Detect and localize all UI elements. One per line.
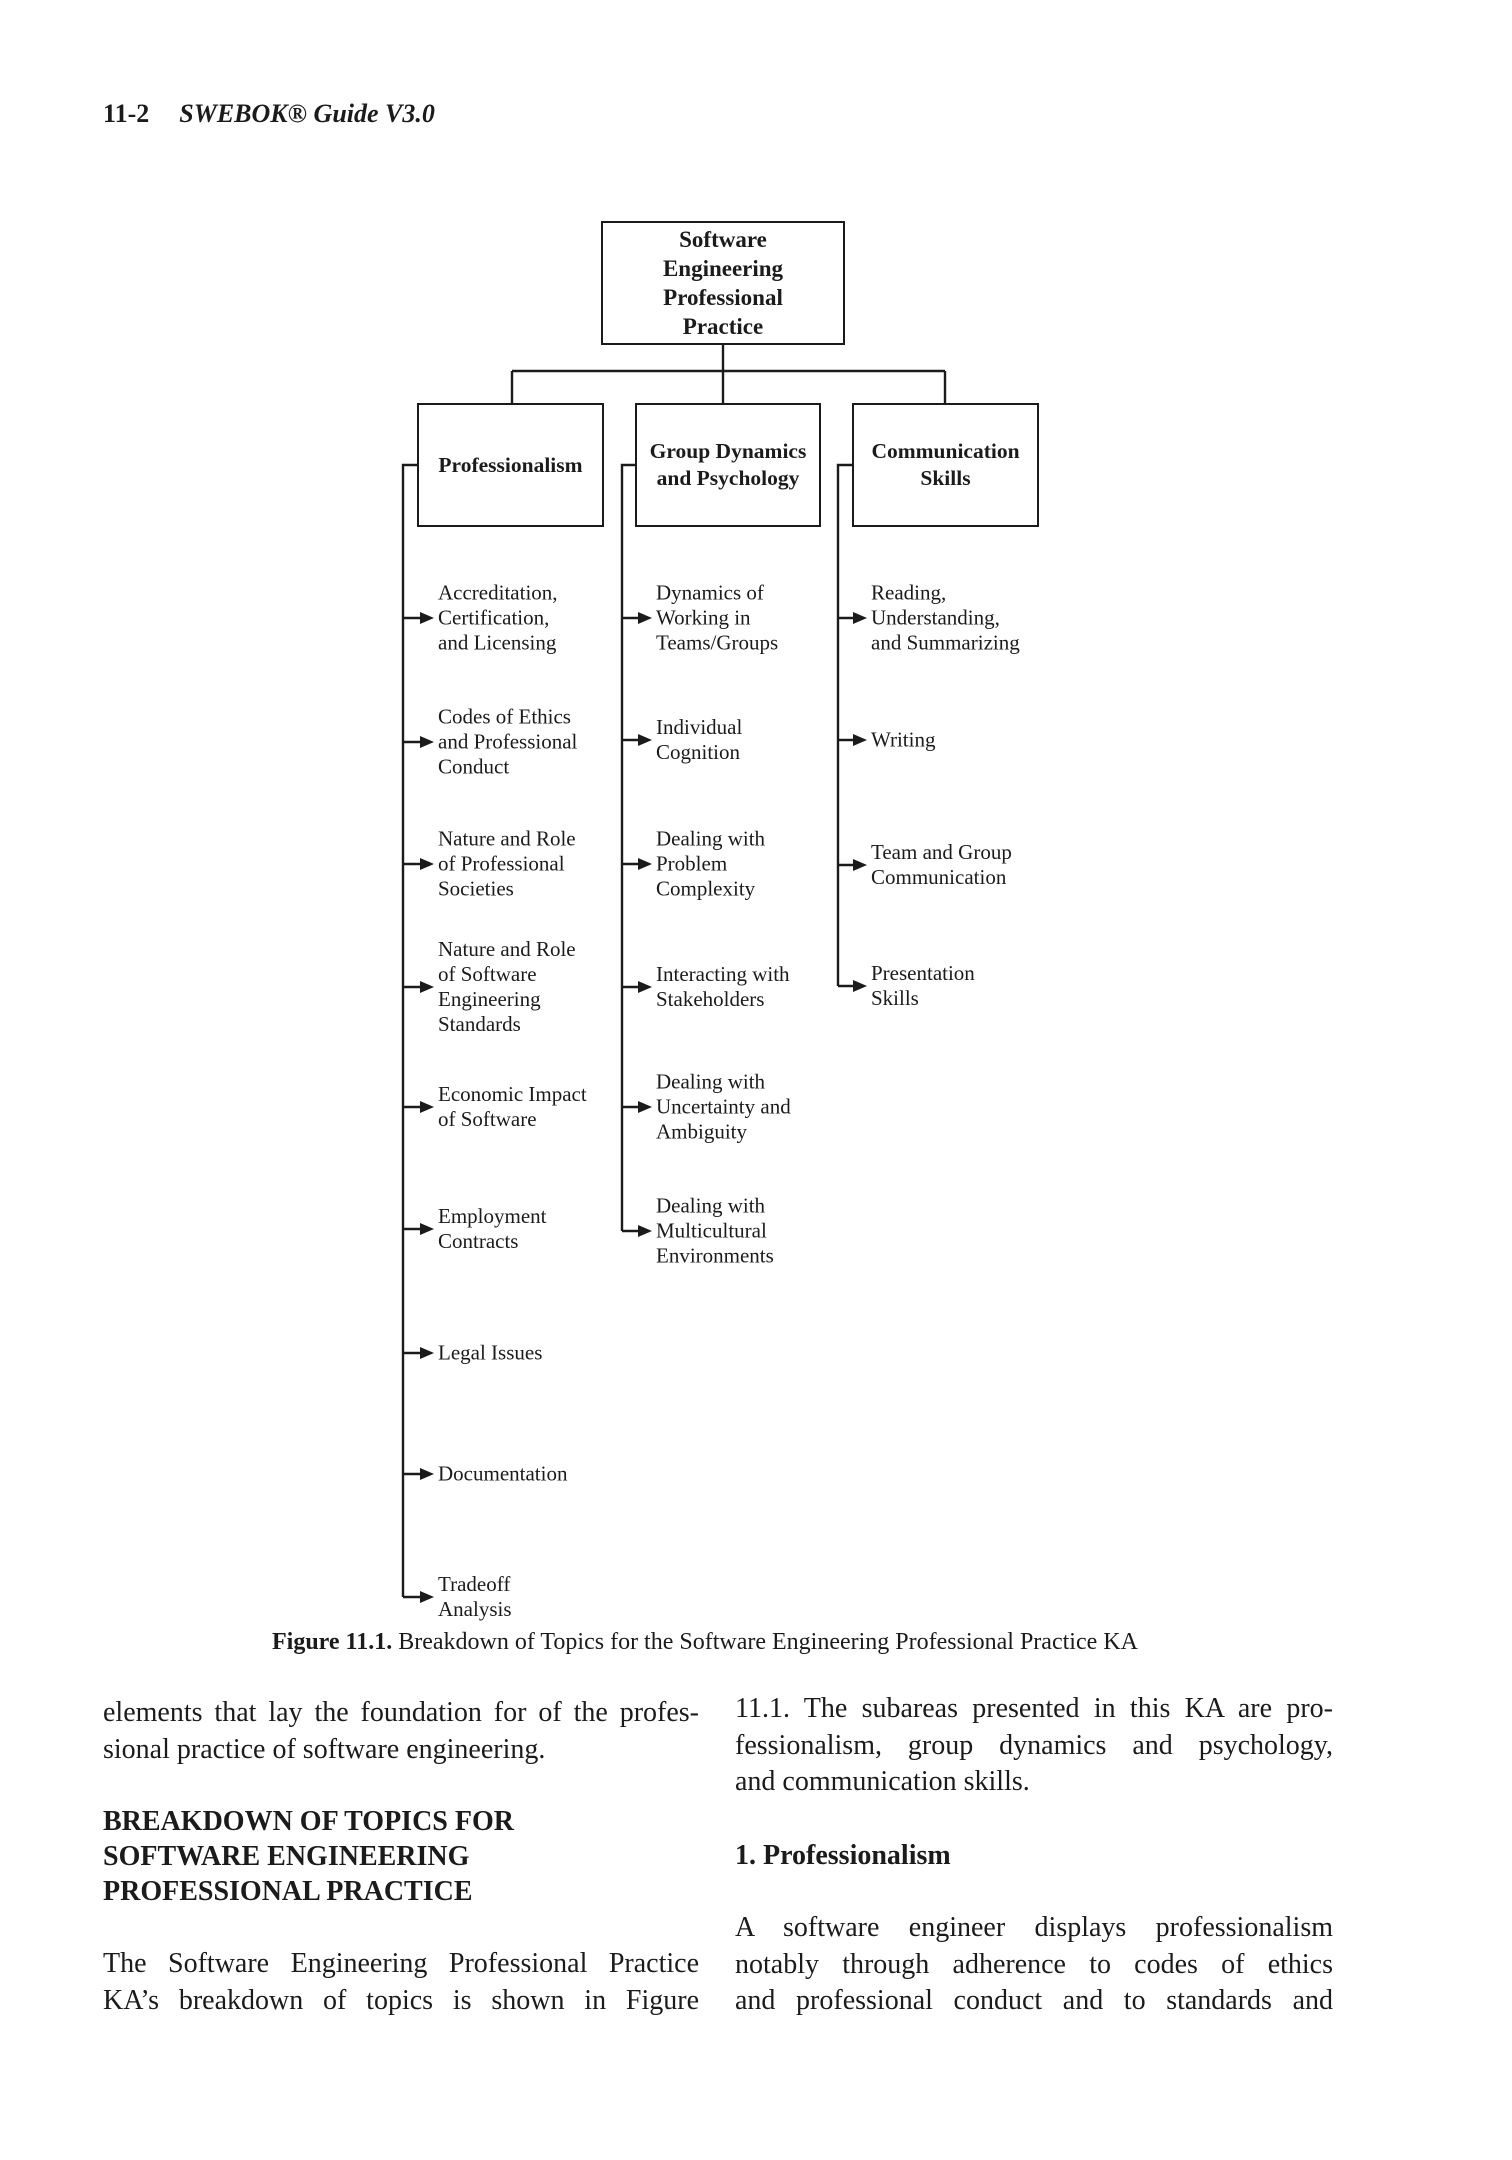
- topic-item: Codes of Ethics and Professional Conduct: [438, 704, 578, 779]
- topic-item: Presentation Skills: [871, 961, 975, 1010]
- subarea-label-professionalism: Professionalism: [438, 452, 583, 477]
- subarea-box-group-dynamics: Group Dynamics and Psychology: [635, 403, 821, 527]
- root-node-label: Software Engineering Professional Practi…: [662, 227, 784, 339]
- topic-item: Nature and Role of Software Engineering …: [438, 937, 576, 1036]
- body-text-line: The Software Engineering Professional Pr…: [103, 1948, 699, 1979]
- body-text-line: A software engineer displays professiona…: [735, 1912, 1333, 1943]
- topic-item: Individual Cognition: [656, 715, 743, 764]
- body-right-paragraph-1: 11.1. The subareas presented in this KA …: [735, 1691, 1333, 1801]
- diagram-connector-lines: [401, 345, 947, 1603]
- topic-item: Dynamics of Working in Teams/Groups: [656, 580, 779, 655]
- subarea-box-professionalism: Professionalism: [417, 403, 604, 527]
- topic-item: Nature and Role of Professional Societie…: [438, 826, 576, 901]
- body-text-line: KA’s breakdown of topics is shown in Fig…: [103, 1984, 699, 2016]
- body-text-line: notably through adherence to codes of et…: [735, 1948, 1333, 1980]
- topic-item: Accreditation, Certification, and Licens…: [438, 580, 558, 655]
- topic-item: Writing: [871, 727, 936, 752]
- figure-caption: Figure 11.1. Breakdown of Topics for the…: [272, 1629, 1138, 1656]
- body-right-paragraph-2: A software engineer displays professiona…: [735, 1910, 1333, 2020]
- topic-item: Interacting with Stakeholders: [656, 962, 790, 1011]
- topic-item: Tradeoff Analysis: [438, 1572, 512, 1621]
- body-text-line: fessionalism, group dynamics and psychol…: [735, 1729, 1333, 1761]
- body-text-line: and professional conduct and to standard…: [735, 1985, 1333, 2017]
- page-number: 11-2: [103, 99, 150, 128]
- figure-caption-number: Figure 11.1.: [272, 1629, 393, 1655]
- topic-item: Employment Contracts: [438, 1204, 547, 1253]
- topic-item: Dealing with Problem Complexity: [656, 826, 766, 901]
- topic-item: Economic Impact of Software: [438, 1082, 587, 1131]
- body-text-line: and communication skills.: [735, 1766, 1030, 1798]
- body-left-paragraph-2: The Software Engineering Professional Pr…: [103, 1946, 699, 2019]
- body-text-line: 11.1. The subareas presented in this KA …: [735, 1693, 1333, 1724]
- subarea-box-communication-skills: Communication Skills: [852, 403, 1039, 527]
- section-heading-professionalism: 1. Professionalism: [735, 1840, 951, 1871]
- topic-item: Legal Issues: [438, 1340, 543, 1365]
- figure-caption-text: Breakdown of Topics for the Software Eng…: [392, 1629, 1138, 1655]
- topic-item: Reading, Understanding, and Summarizing: [871, 580, 1020, 655]
- topic-item: Documentation: [438, 1461, 568, 1486]
- body-text-line: elements that lay the foundation for of …: [103, 1697, 699, 1728]
- topic-item: Dealing with Uncertainty and Ambiguity: [656, 1069, 791, 1144]
- body-text-line: sional practice of software engineering.: [103, 1733, 546, 1765]
- running-header: 11-2 SWEBOK® Guide V3.0: [103, 99, 435, 129]
- subarea-label-group-dynamics: Group Dynamics and Psychology: [649, 439, 807, 490]
- subarea-label-communication-skills: Communication Skills: [871, 439, 1020, 490]
- topic-item: Team and Group Communication: [871, 840, 1012, 889]
- root-node-box: Software Engineering Professional Practi…: [601, 221, 845, 345]
- section-heading-breakdown: BREAKDOWN OF TOPICS FOR SOFTWARE ENGINEE…: [103, 1806, 514, 1907]
- body-left-paragraph-1: elements that lay the foundation for of …: [103, 1695, 699, 1768]
- book-title: SWEBOK® Guide V3.0: [179, 99, 435, 128]
- topic-item: Dealing with Multicultural Environments: [656, 1193, 774, 1268]
